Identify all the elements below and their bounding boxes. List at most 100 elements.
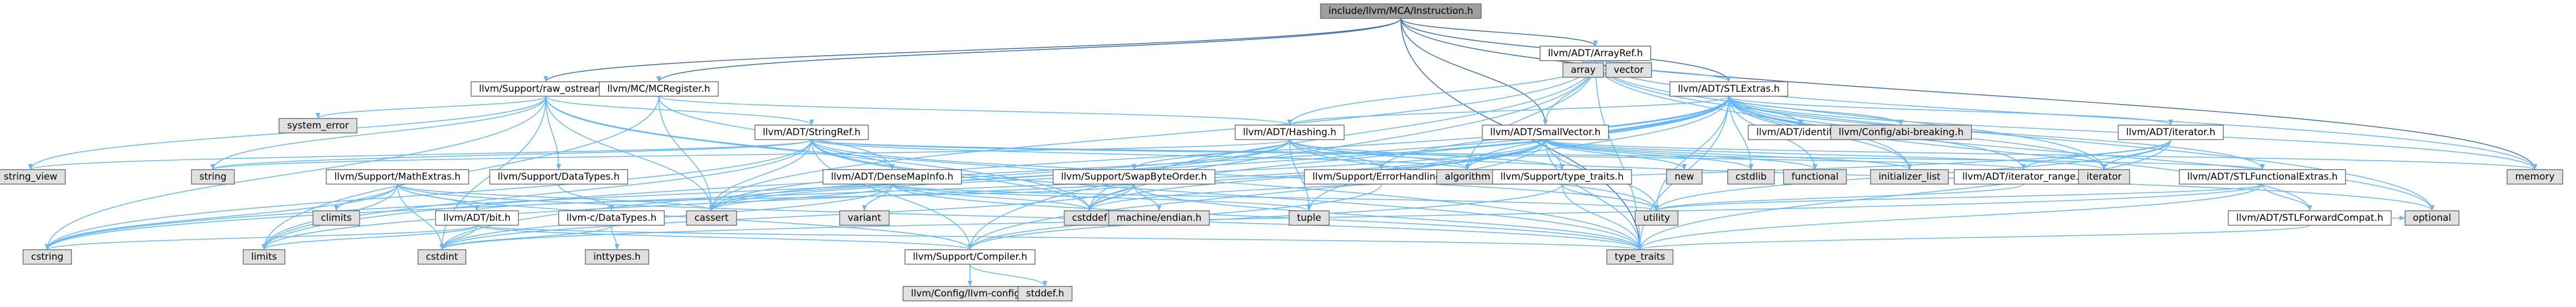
edge-densemapinfo-to-utility: [892, 184, 1659, 211]
node-box: [22, 249, 72, 265]
node-box: [1492, 169, 1632, 185]
edge-root-to-smallvector: [1400, 18, 1548, 126]
node-stlextras[interactable]: llvm/ADT/STLExtras.h: [1669, 81, 1788, 97]
node-box: [1666, 169, 1703, 185]
node-mcregister[interactable]: llvm/MC/MCRegister.h: [599, 81, 719, 97]
node-limits: limits: [242, 249, 286, 265]
node-label: cstdlib: [1735, 171, 1767, 182]
node-box: [326, 169, 469, 185]
node-box: [0, 169, 66, 185]
node-label: inttypes.h: [593, 251, 640, 263]
node-box: [1669, 81, 1788, 97]
edge-swapbyteorder-to-cstddef: [1087, 184, 1135, 211]
node-label: llvm/Support/raw_ostream.h: [479, 83, 613, 95]
node-datatypes[interactable]: llvm/Support/DataTypes.h: [489, 169, 628, 185]
edge-bit-to-cstdint: [439, 225, 478, 250]
node-cstdint: cstdint: [417, 249, 466, 265]
node-box: [1606, 249, 1674, 265]
node-compiler[interactable]: llvm/Support/Compiler.h: [904, 249, 1036, 265]
node-box: [1304, 169, 1459, 185]
edge-stringref-to-stringview: [28, 139, 812, 170]
node-hashing[interactable]: llvm/ADT/Hashing.h: [1235, 125, 1345, 140]
edge-rawostream-to-cstring: [44, 96, 546, 250]
node-label: llvm/ADT/StringRef.h: [763, 127, 861, 138]
node-label: llvm/ADT/bit.h: [444, 212, 511, 224]
node-box: [1108, 210, 1210, 226]
edge-rawostream-to-systemerror: [315, 96, 546, 119]
edge-smallvector-to-iterator: [1545, 139, 2107, 170]
node-label: utility: [1643, 212, 1670, 224]
node-label: llvm-c/DataTypes.h: [566, 212, 657, 224]
node-box: [1605, 62, 1652, 78]
node-box: [1539, 46, 1652, 61]
node-label: llvm/Support/Compiler.h: [913, 251, 1027, 263]
node-stddef: stddef.h: [1017, 286, 1073, 301]
edge-stlextras-to-stlforward: [1728, 96, 2313, 211]
node-box: [435, 210, 519, 226]
edge-swapbyteorder-to-typetraits: [1133, 184, 1643, 250]
node-iteratorrange[interactable]: llvm/ADT/iterator_range.h: [1953, 169, 2093, 185]
node-cdatatypes[interactable]: llvm-c/DataTypes.h: [558, 210, 665, 226]
node-box: [1052, 169, 1216, 185]
node-smallvector[interactable]: llvm/ADT/SmallVector.h: [1481, 125, 1609, 140]
edge-bit-to-compiler: [476, 225, 973, 250]
node-mathextras[interactable]: llvm/Support/MathExtras.h: [326, 169, 469, 185]
node-label: llvm/Config/abi-breaking.h: [1839, 127, 1964, 138]
edge-root-to-arrayref: [1400, 18, 1598, 47]
node-box: [1235, 125, 1345, 140]
node-box: [1289, 210, 1330, 226]
node-box: [585, 249, 649, 265]
edge-mcregister-to-hashing: [658, 96, 1292, 126]
edge-swapbyteorder-to-bit: [475, 184, 1135, 211]
node-box: [1783, 169, 1847, 185]
node-box: [2404, 210, 2460, 226]
node-functional: functional: [1783, 169, 1847, 185]
node-typetraitsh[interactable]: llvm/Support/type_traits.h: [1492, 169, 1632, 185]
edge-stringref-to-cassert: [709, 139, 812, 211]
node-label: cstddef: [1072, 212, 1108, 224]
edge-stlfunctional-to-typetraits: [1637, 184, 2263, 250]
edge-compiler-to-stddef: [969, 264, 1048, 287]
node-abibreaking: llvm/Config/abi-breaking.h: [1830, 125, 1972, 140]
edge-iteratorh-to-iterator: [2101, 139, 2171, 170]
edge-stringref-to-string: [210, 139, 812, 170]
node-swapbyteorder[interactable]: llvm/Support/SwapByteOrder.h: [1052, 169, 1216, 185]
node-cstdlib: cstdlib: [1727, 169, 1775, 185]
node-rawostream[interactable]: llvm/Support/raw_ostream.h: [470, 81, 621, 97]
node-stlforward[interactable]: llvm/ADT/STLForwardCompat.h: [2227, 210, 2392, 226]
node-bit[interactable]: llvm/ADT/bit.h: [435, 210, 519, 226]
node-label: llvm/ADT/STLForwardCompat.h: [2236, 212, 2384, 224]
node-root[interactable]: include/llvm/MCA/Instruction.h: [1320, 3, 1482, 19]
edge-stlextras-to-stlfunctional: [1728, 96, 2265, 170]
node-label: llvm/ADT/STLExtras.h: [1678, 83, 1779, 95]
node-arrayref[interactable]: llvm/ADT/ArrayRef.h: [1539, 46, 1652, 61]
node-stlfunctional[interactable]: llvm/ADT/STLFunctionalExtras.h: [2179, 169, 2346, 185]
node-errorhandling[interactable]: llvm/Support/ErrorHandling.h: [1304, 169, 1459, 185]
node-climits: climits: [312, 210, 360, 226]
edge-root-to-rawostream: [543, 18, 1401, 82]
edge-stringref-to-densemapinfo: [811, 139, 895, 170]
edge-stringref-to-compiler: [811, 139, 973, 250]
node-label: llvm/ADT/Hashing.h: [1243, 127, 1336, 138]
node-label: llvm/ADT/STLFunctionalExtras.h: [2187, 171, 2338, 182]
edge-rawostream-to-string: [210, 96, 546, 170]
node-box: [1562, 62, 1604, 78]
node-box: [2179, 169, 2346, 185]
edge-hashing-to-string: [211, 139, 1290, 170]
node-box: [599, 81, 719, 97]
node-box: [2117, 125, 2224, 140]
node-layer: include/llvm/MCA/Instruction.h llvm/ADT/A…: [0, 3, 2563, 301]
edge-typetraitsh-to-utility: [1561, 184, 1659, 211]
node-box: [754, 125, 869, 140]
node-densemapinfo[interactable]: llvm/ADT/DenseMapInfo.h: [822, 169, 962, 185]
edge-smallvector-to-initlist: [1545, 139, 1912, 170]
node-stringref[interactable]: llvm/ADT/StringRef.h: [754, 125, 869, 140]
node-iteratorh[interactable]: llvm/ADT/iterator.h: [2117, 125, 2224, 140]
node-label: llvm/Support/ErrorHandling.h: [1312, 171, 1450, 182]
node-label: string_view: [4, 171, 58, 182]
edge-typetraitsh-to-typetraits: [1561, 184, 1643, 250]
node-label: optional: [2413, 212, 2451, 224]
node-label: vector: [1614, 65, 1644, 76]
edge-densemapinfo-to-variant: [862, 184, 893, 211]
edge-smallvector-to-functional: [1545, 139, 1818, 170]
